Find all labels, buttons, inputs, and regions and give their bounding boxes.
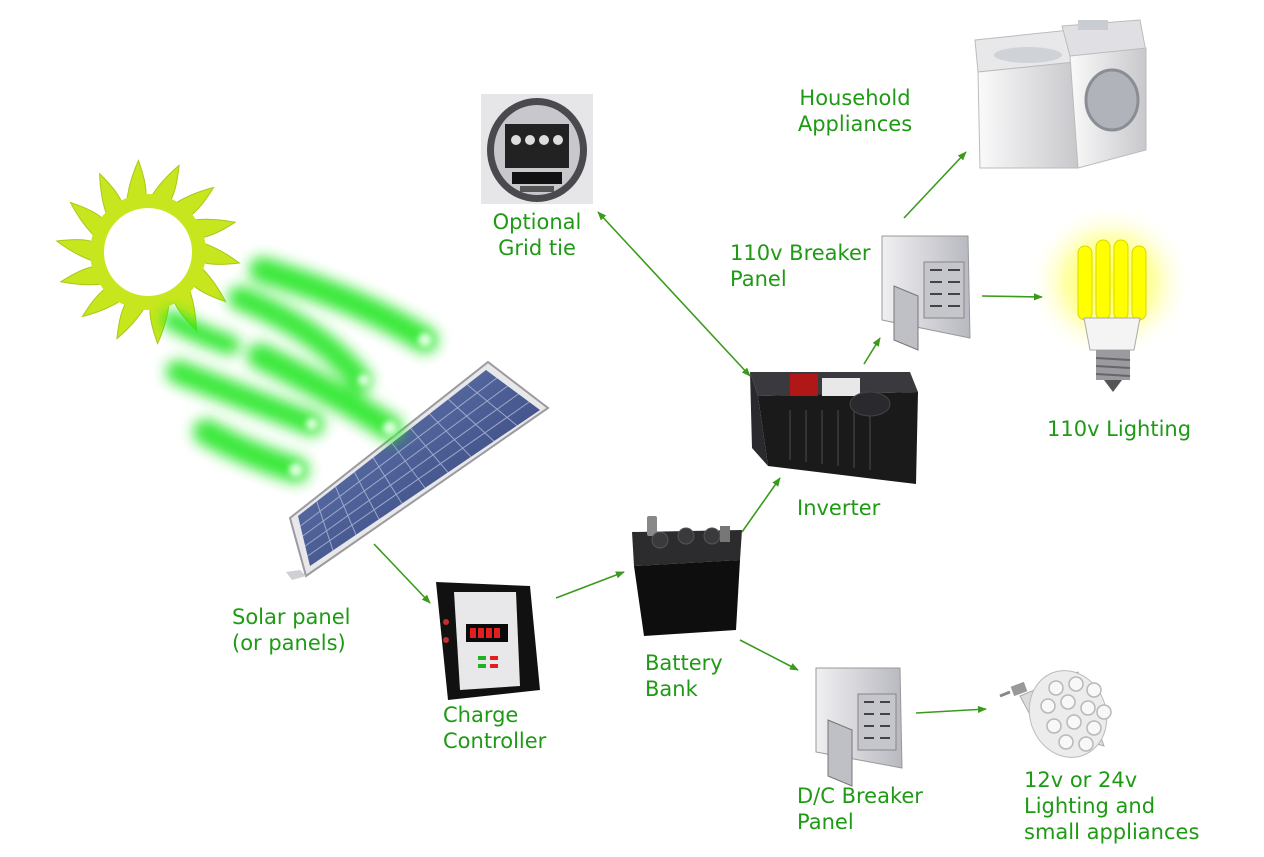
- arrow-battery-to-dc-breaker: [739, 639, 799, 671]
- inverter-icon: [750, 372, 918, 484]
- arrow-battery-to-inverter: [741, 477, 781, 533]
- breaker-panel-icon: [881, 235, 971, 351]
- arrow-controller-to-battery: [555, 571, 625, 599]
- flow-arrows: [373, 151, 1043, 714]
- label-110v-lighting: 110v Lighting: [1047, 417, 1192, 441]
- arrow-breaker-to-appliances: [903, 151, 967, 219]
- light-bulb-icon: [1028, 204, 1192, 392]
- battery-icon: [632, 516, 742, 636]
- label-inverter: Inverter: [797, 496, 881, 520]
- label-dc-breaker-panel: D/C Breaker Panel: [797, 784, 923, 834]
- label-charge-controller: Charge Controller: [443, 703, 547, 753]
- arrow-panel-to-controller: [373, 543, 431, 604]
- arrow-breaker-to-lighting: [981, 293, 1043, 301]
- label-110v-breaker-panel: 110v Breaker Panel: [730, 241, 871, 291]
- label-12v-24v-lighting: 12v or 24v Lighting and small appliances: [1024, 768, 1200, 844]
- arrow-inverter-grid-tie: [597, 211, 751, 377]
- electric-meter-icon: [481, 94, 593, 204]
- energy-beam-icon: [162, 257, 438, 483]
- washer-dryer-icon: [974, 19, 1147, 169]
- led-bulb-icon: [999, 670, 1112, 758]
- label-solar-panel: Solar panel (or panels): [232, 605, 351, 655]
- label-household-appliances: Household Appliances: [797, 86, 913, 136]
- label-battery-bank: Battery Bank: [645, 651, 723, 701]
- charge-controller-icon: [436, 582, 540, 700]
- label-optional-grid-tie: Optional Grid tie: [492, 210, 582, 260]
- breaker-panel-icon: [815, 667, 903, 787]
- solar-panel-icon: [286, 360, 550, 580]
- sun-icon: [55, 159, 241, 345]
- arrow-inverter-to-breaker: [863, 337, 881, 365]
- arrow-dc-breaker-to-led: [915, 705, 987, 714]
